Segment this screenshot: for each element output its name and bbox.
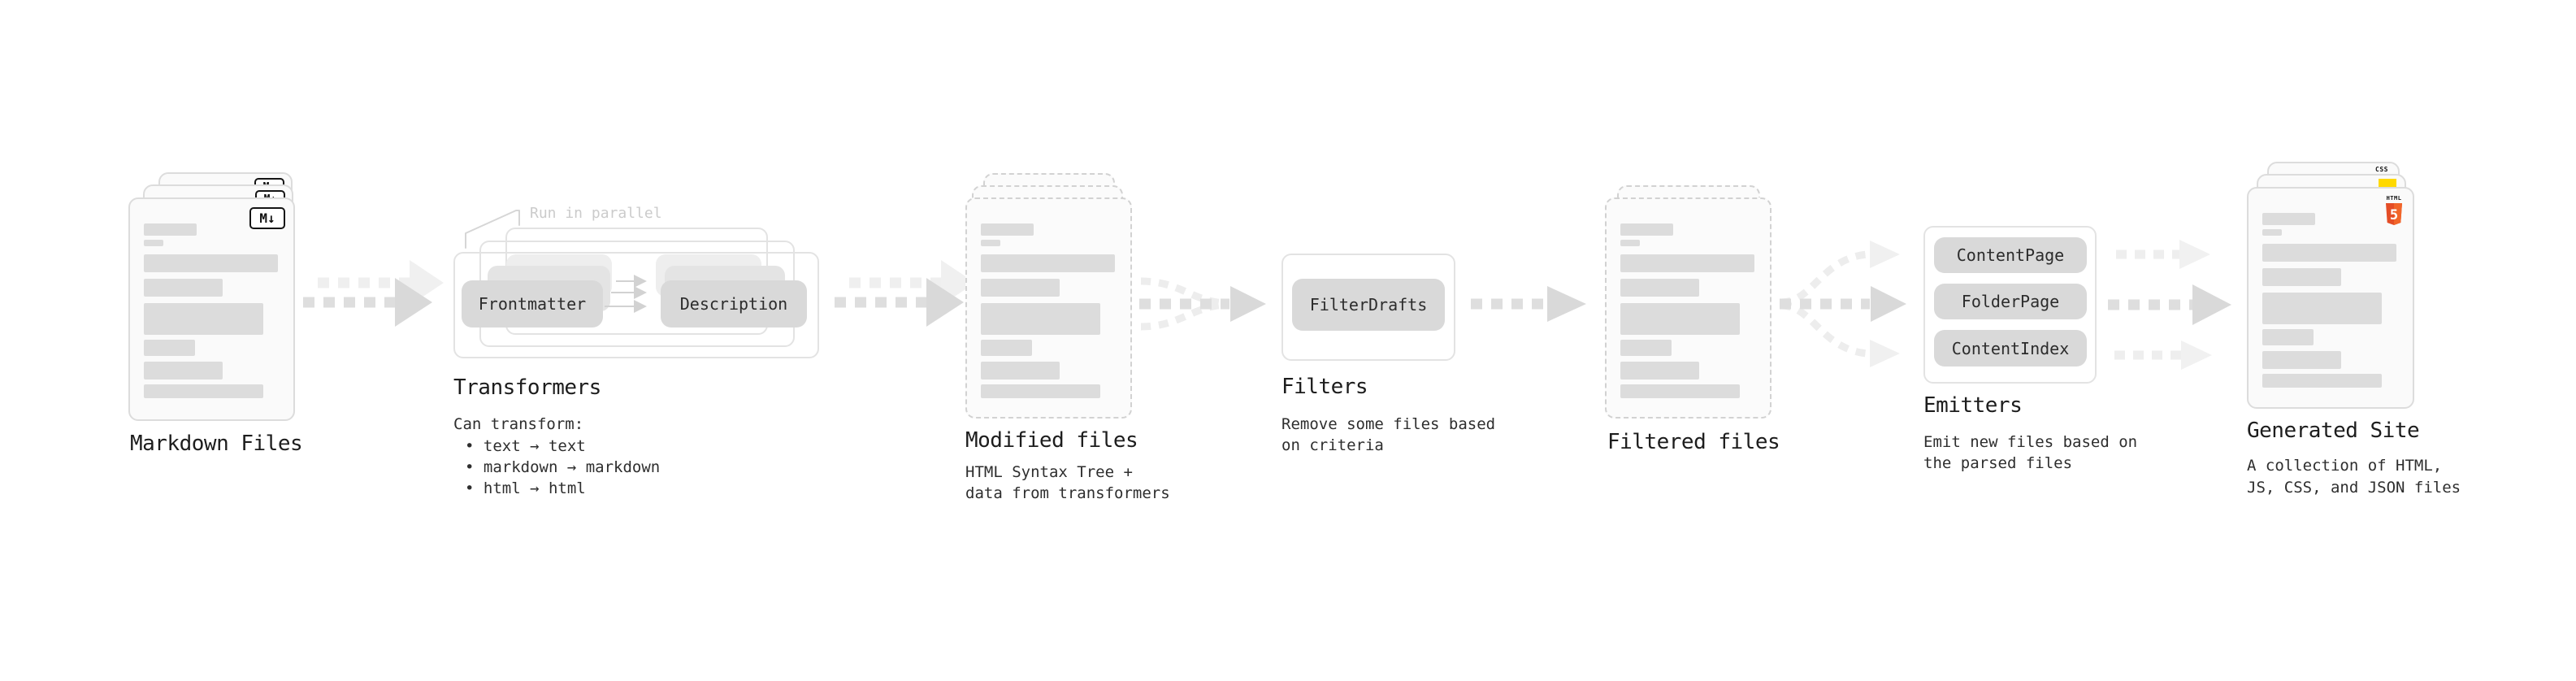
markdown-file-card-front: M↓	[128, 197, 295, 421]
run-in-parallel-connector	[465, 210, 520, 249]
arrow-merge-modified-to-filters	[1139, 277, 1266, 331]
placeholder-text-bar	[1620, 384, 1740, 398]
arrow-transformers-to-modified	[835, 260, 975, 327]
placeholder-text-bar	[144, 279, 223, 297]
modified-files-desc: data from transformers	[965, 484, 1170, 502]
emitters-label: Emitters	[1923, 393, 2023, 418]
modified-files-label: Modified files	[965, 428, 1138, 453]
markdown-icon: M↓	[249, 207, 285, 229]
placeholder-text-bar	[144, 223, 197, 236]
placeholder-text-bar	[1620, 254, 1754, 272]
transformers-bullet: • markdown → markdown	[465, 458, 661, 476]
generated-site-desc: A collection of HTML,	[2247, 457, 2443, 475]
placeholder-text-bar	[144, 303, 263, 335]
placeholder-text-bar	[981, 223, 1034, 236]
transformer-pill-description: Description	[661, 280, 807, 327]
placeholder-text-bar	[2262, 213, 2315, 225]
transformers-bullet: • text → text	[465, 437, 586, 455]
filters-desc: Remove some files based	[1281, 415, 1496, 433]
modified-file-card-front	[965, 197, 1132, 419]
placeholder-text-bar	[1620, 279, 1699, 297]
placeholder-text-bar	[2262, 229, 2282, 236]
placeholder-text-bar	[2262, 374, 2382, 388]
placeholder-text-bar	[981, 279, 1060, 297]
arrow-markdown-to-transformers	[303, 260, 444, 327]
placeholder-text-bar	[144, 340, 195, 356]
placeholder-text-bar	[981, 362, 1060, 380]
placeholder-text-bar	[2262, 244, 2396, 262]
emitter-pill-folderpage: FolderPage	[1934, 284, 2087, 319]
js-icon	[2379, 179, 2396, 189]
placeholder-text-bar	[2262, 268, 2341, 286]
filters-label: Filters	[1281, 375, 1368, 399]
placeholder-text-bar	[1620, 223, 1673, 236]
placeholder-text-bar	[1620, 362, 1699, 380]
placeholder-text-bar	[2262, 329, 2314, 345]
emitters-desc: the parsed files	[1923, 454, 2073, 472]
placeholder-text-bar	[144, 384, 263, 398]
transformers-frame-front	[453, 252, 819, 358]
svg-text:5: 5	[2390, 207, 2398, 223]
emitter-pill-contentindex: ContentIndex	[1934, 330, 2087, 367]
run-in-parallel-annotation: Run in parallel	[530, 205, 662, 222]
transformers-desc-title: Can transform:	[453, 415, 584, 433]
emitters-desc: Emit new files based on	[1923, 433, 2138, 451]
filtered-file-card-front	[1605, 197, 1772, 419]
arrow-filters-to-filtered	[1471, 286, 1586, 322]
markdown-files-label: Markdown Files	[130, 432, 303, 456]
transformers-bullet: • html → html	[465, 479, 586, 497]
placeholder-text-bar	[981, 303, 1100, 335]
placeholder-text-bar	[981, 254, 1115, 272]
arrow-fanout-filtered-to-emitters	[1780, 241, 1906, 367]
placeholder-text-bar	[144, 240, 163, 246]
placeholder-text-bar	[144, 254, 278, 272]
generated-site-desc: JS, CSS, and JSON files	[2247, 479, 2461, 497]
placeholder-text-bar	[981, 340, 1032, 356]
emitter-pill-contentpage: ContentPage	[1934, 237, 2087, 273]
transformers-label: Transformers	[453, 375, 601, 400]
filters-desc: on criteria	[1281, 436, 1384, 454]
filter-pill-filterdrafts: FilterDrafts	[1292, 279, 1445, 331]
placeholder-text-bar	[1620, 240, 1640, 246]
generated-file-card-html: HTML 5	[2247, 187, 2414, 409]
html5-icon: HTML 5	[2386, 195, 2402, 225]
transform-flow-arrows	[605, 275, 647, 313]
placeholder-text-bar	[2262, 293, 2382, 324]
placeholder-text-bar	[1620, 303, 1740, 335]
placeholder-text-bar	[2262, 351, 2341, 369]
placeholder-text-bar	[981, 384, 1100, 398]
filtered-files-label: Filtered files	[1607, 430, 1780, 454]
generated-site-label: Generated Site	[2247, 419, 2420, 443]
arrows-emitters-to-generated	[2108, 240, 2231, 370]
placeholder-text-bar	[144, 362, 223, 380]
placeholder-text-bar	[981, 240, 1000, 246]
placeholder-text-bar	[1620, 340, 1672, 356]
transformer-pill-frontmatter: Frontmatter	[462, 280, 603, 327]
svg-text:HTML: HTML	[2387, 195, 2402, 202]
modified-files-desc: HTML Syntax Tree +	[965, 463, 1133, 481]
